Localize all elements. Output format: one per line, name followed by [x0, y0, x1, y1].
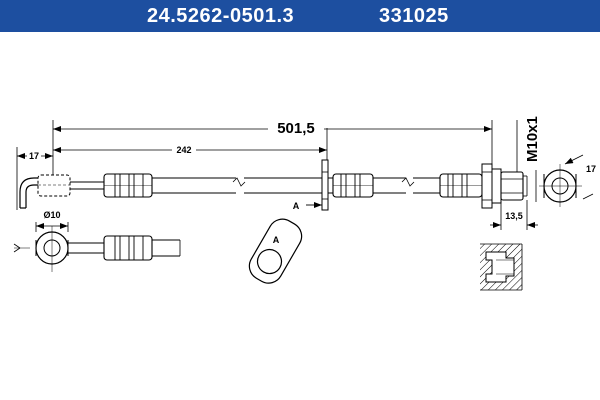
brake-hose-main-view	[19, 159, 528, 211]
overall-length-dimension: 501,5	[52, 118, 493, 180]
banjo-fitting-hidden	[37, 174, 71, 197]
nut-length-dimension: 13,5	[490, 200, 538, 230]
title-bar: 24.5262-0501.3 331025	[0, 0, 600, 32]
nut-width-dimension: 17	[564, 154, 596, 200]
bracket-detail-view: A	[248, 218, 303, 284]
fitting-diameter-dimension: Ø10	[35, 210, 69, 232]
section-length-dimension: 242	[53, 128, 328, 160]
banjo-fitting-side-view	[13, 226, 181, 272]
hex-nut-end-view	[539, 164, 582, 207]
thread-dimension: M10x1	[516, 116, 541, 202]
port-section-detail	[480, 243, 523, 291]
fitting-diameter-label: Ø10	[43, 210, 60, 220]
nut-length-label: 13,5	[505, 211, 523, 221]
mounting-bracket	[321, 159, 329, 211]
nut-width-label: 17	[586, 164, 596, 174]
technical-drawing: 501,5 242 17	[13, 116, 596, 291]
thread-label: M10x1	[524, 116, 541, 162]
reference-number: 331025	[379, 5, 449, 27]
crimp-ferrule-left	[103, 173, 153, 198]
end-offset-dimension: 17	[16, 147, 53, 210]
section-length-label: 242	[176, 145, 191, 155]
crimp-ferrule-middle	[332, 173, 374, 198]
part-number: 24.5262-0501.3	[147, 5, 295, 27]
view-a-marker: A	[293, 201, 322, 211]
view-a-label: A	[293, 201, 300, 211]
view-a-detail-label: A	[273, 235, 280, 245]
crimp-ferrule-right	[439, 173, 483, 198]
overall-length-label: 501,5	[277, 120, 315, 137]
end-offset-label: 17	[29, 151, 39, 161]
tube-nut-fitting	[481, 163, 528, 209]
